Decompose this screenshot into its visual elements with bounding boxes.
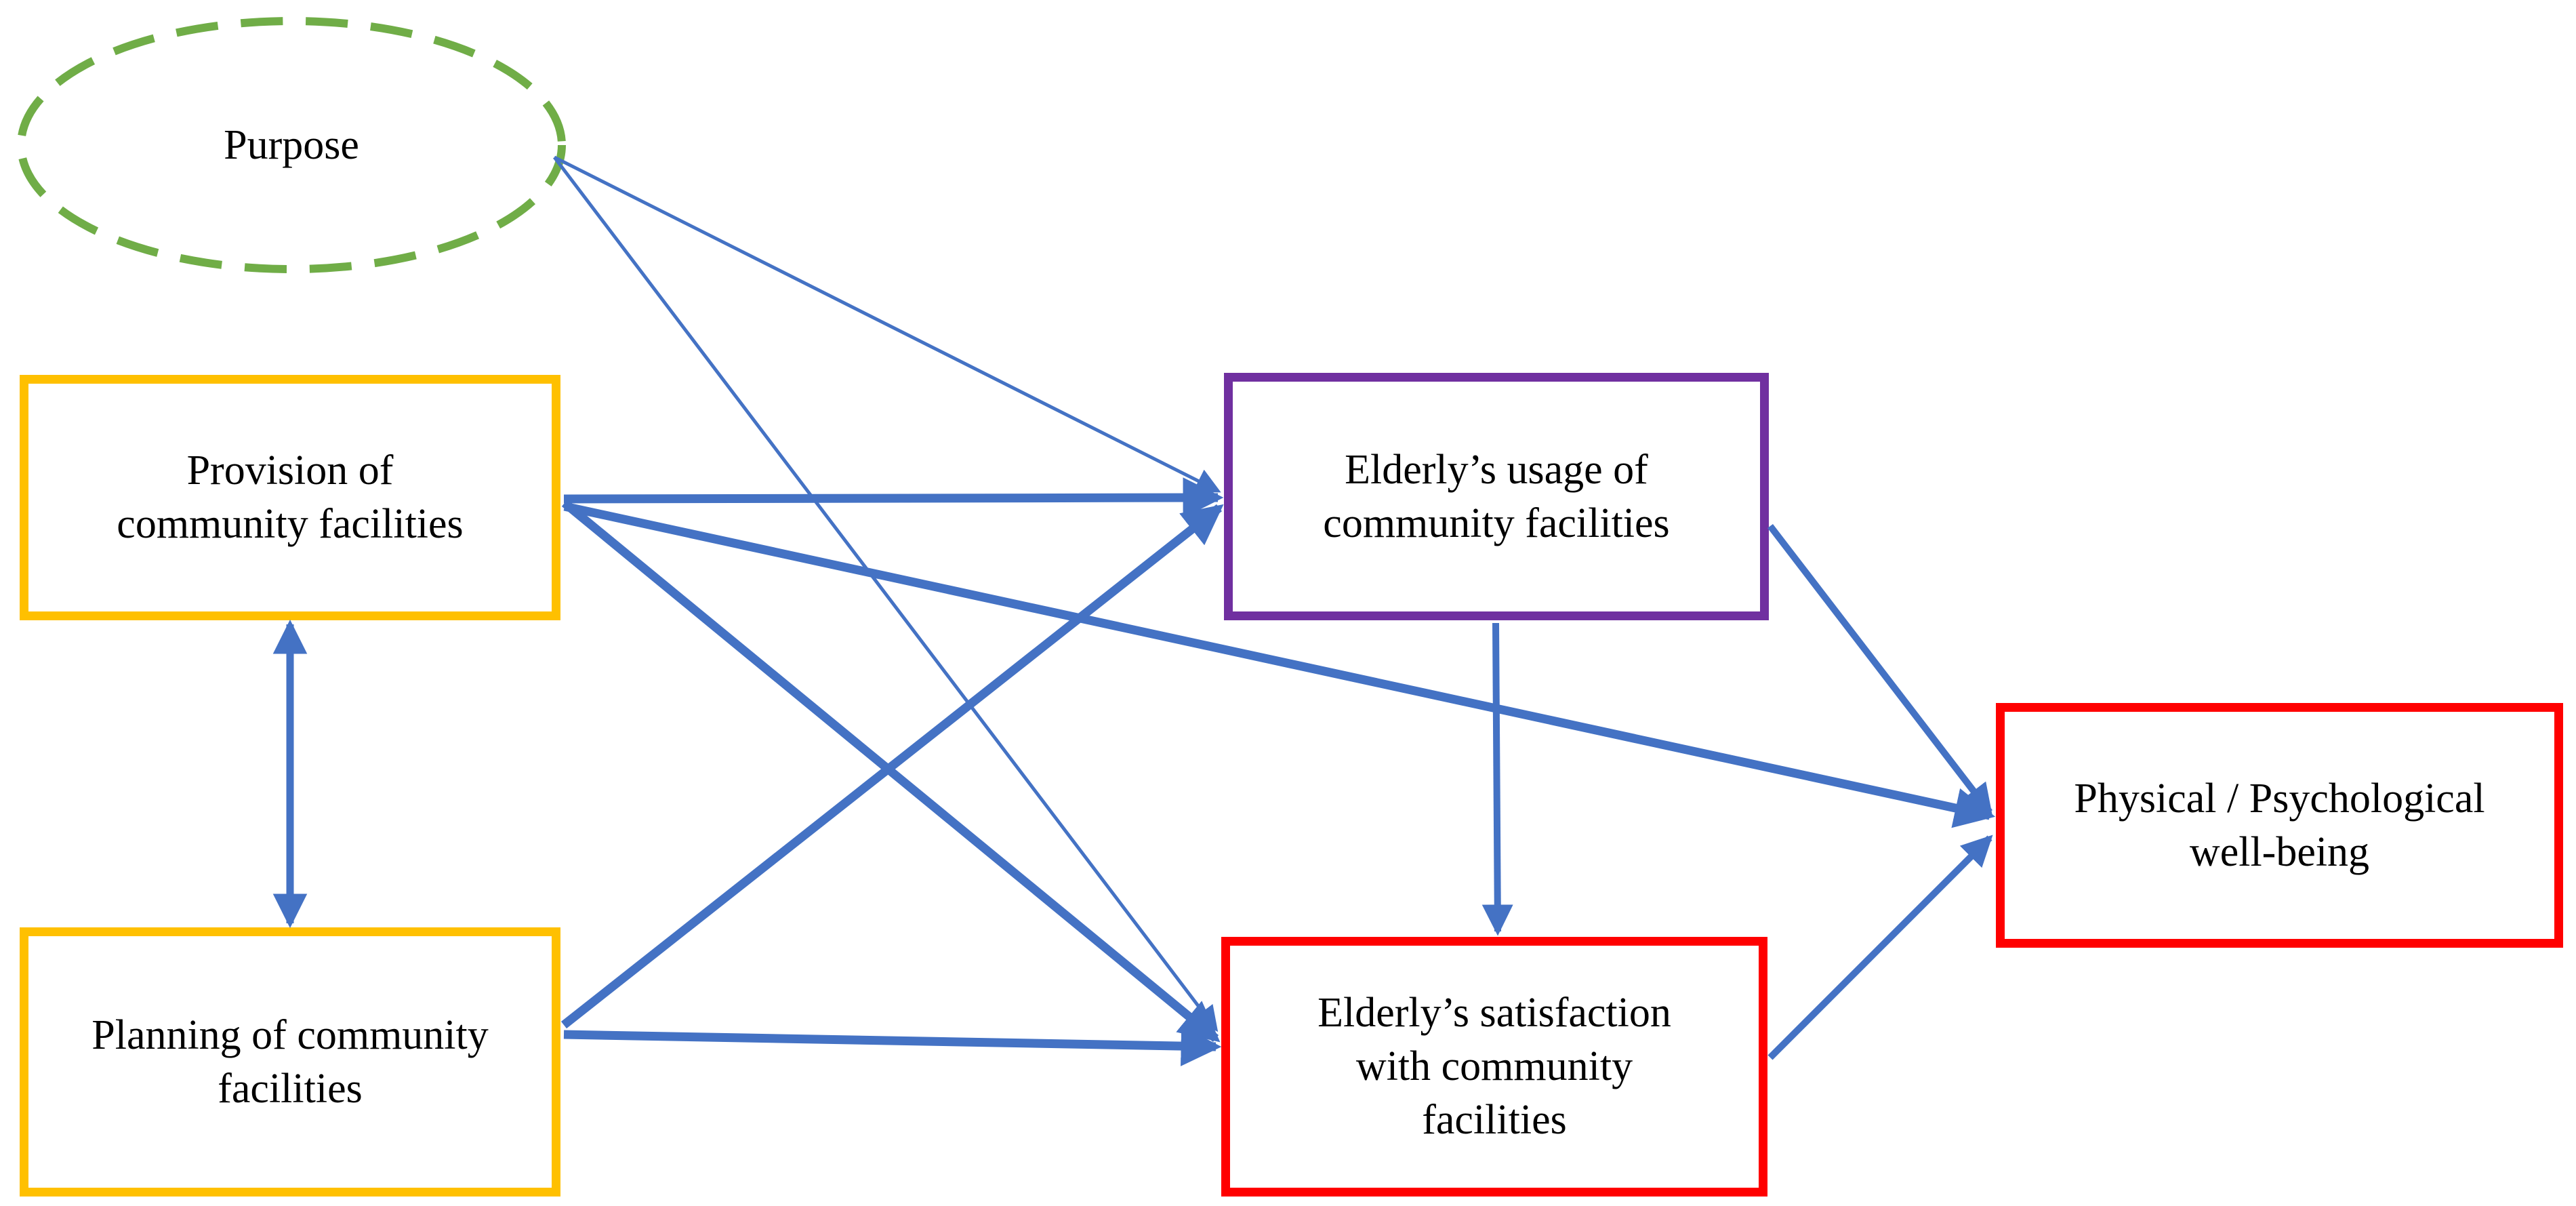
- arrow-provision-to-satisfaction: [561, 499, 1221, 1043]
- arrow-planning-to-usage: [560, 504, 1224, 1029]
- arrow-provision-to-usage: [563, 477, 1224, 519]
- arrow-planning-to-satisfaction: [563, 1026, 1222, 1066]
- node-usage-label-line1: Elderly’s usage of: [1345, 446, 1648, 493]
- node-purpose-label: Purpose: [224, 121, 359, 168]
- arrow-satisfaction-to-wellbeing: [1767, 835, 1993, 1060]
- node-planning: Planning of community facilities: [20, 927, 560, 1197]
- node-planning-label-line1: Planning of community: [91, 1011, 489, 1058]
- node-planning-label-line2: facilities: [218, 1065, 363, 1112]
- node-provision: Provision of community facilities: [20, 375, 560, 620]
- node-provision-label-line2: community facilities: [117, 501, 464, 547]
- node-provision-label-line1: Provision of: [186, 447, 394, 494]
- node-purpose: Purpose: [20, 20, 563, 270]
- arrow-purpose-to-usage: [553, 155, 1221, 493]
- node-wellbeing-label-line1: Physical / Psychological: [2074, 775, 2485, 822]
- node-satisfaction: Elderly’s satisfaction with community fa…: [1221, 937, 1767, 1197]
- node-satisfaction-label-line1: Elderly’s satisfaction: [1317, 990, 1671, 1037]
- arrow-usage-to-satisfaction: [1481, 622, 1513, 936]
- node-wellbeing-label-line2: well-being: [2189, 828, 2370, 875]
- node-satisfaction-label-line3: facilities: [1422, 1096, 1567, 1143]
- node-usage-label-line2: community facilities: [1323, 500, 1670, 546]
- node-satisfaction-label-line2: with community: [1355, 1043, 1633, 1090]
- arrow-purpose-to-satisfaction: [553, 156, 1219, 1032]
- node-wellbeing: Physical / Psychological well-being: [1996, 703, 2563, 948]
- arrow-usage-to-wellbeing: [1767, 523, 1992, 816]
- node-usage: Elderly’s usage of community facilities: [1224, 373, 1769, 620]
